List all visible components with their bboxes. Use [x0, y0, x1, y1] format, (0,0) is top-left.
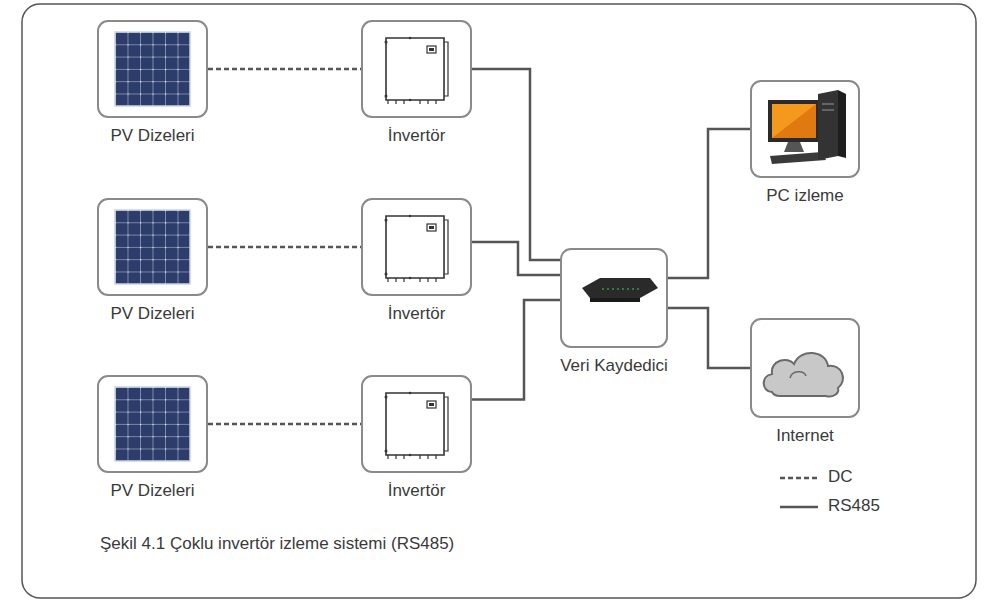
node-label: İnvertör: [388, 481, 446, 501]
inverter-box: İnvertör: [361, 20, 472, 118]
legend-rs485-sample: [780, 506, 818, 509]
node-label: PC izleme: [766, 186, 843, 206]
inverter-box: İnvertör: [361, 198, 472, 296]
pv-string-box: PV Dizeleri: [97, 20, 208, 118]
legend-text: DC: [828, 467, 853, 487]
router-icon: [582, 278, 658, 302]
dc-line: [208, 423, 361, 426]
rs485-line: [472, 242, 560, 275]
rs485-line: [668, 308, 750, 368]
cloud-icon: [764, 353, 843, 397]
node-label: PV Dizeleri: [110, 126, 194, 146]
inverter-box: İnvertör: [361, 375, 472, 473]
frame: [22, 4, 976, 598]
legend-text: RS485: [828, 496, 880, 516]
data-logger-box: Veri Kaydedici: [560, 248, 668, 348]
internet-box: Internet: [750, 318, 860, 418]
pv-string-box: PV Dizeleri: [97, 198, 208, 296]
rs485-line: [472, 300, 560, 400]
figure-caption: Şekil 4.1 Çoklu invertör izleme sistemi …: [100, 534, 454, 554]
dc-line: [208, 68, 361, 71]
pc-icon: [768, 90, 846, 164]
dc-line: [208, 246, 361, 249]
pv-string-box: PV Dizeleri: [97, 375, 208, 473]
rs485-line: [668, 129, 750, 278]
node-label: Veri Kaydedici: [560, 356, 668, 376]
legend-dc-sample: [780, 477, 818, 480]
node-label: İnvertör: [388, 126, 446, 146]
node-label: Internet: [776, 426, 834, 446]
rs485-line: [472, 69, 560, 260]
node-label: PV Dizeleri: [110, 304, 194, 324]
pc-monitor-box: PC izleme: [750, 80, 860, 178]
node-label: PV Dizeleri: [110, 481, 194, 501]
node-label: İnvertör: [388, 304, 446, 324]
